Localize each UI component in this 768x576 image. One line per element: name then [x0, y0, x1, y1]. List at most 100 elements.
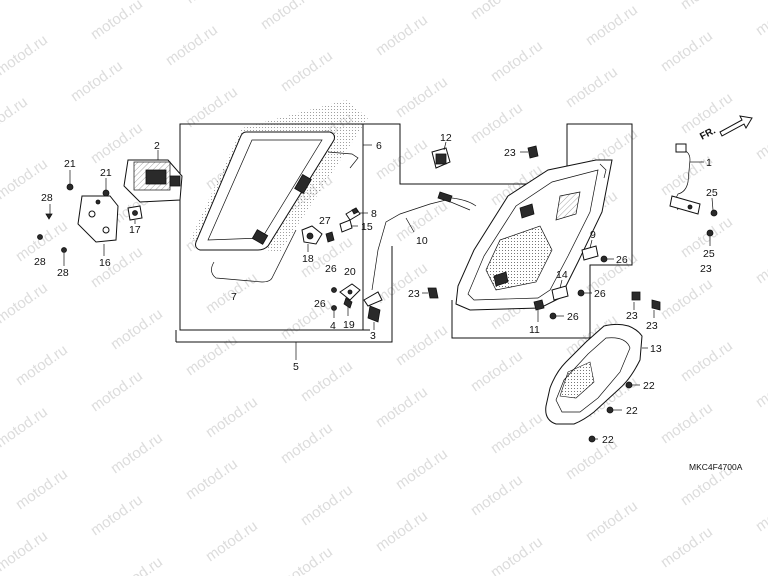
watermark-text: motod.ru: [88, 491, 146, 539]
watermark-text: motod.ru: [658, 275, 716, 323]
lock-mechanism-parts: [331, 283, 383, 330]
watermark-text: motod.ru: [488, 533, 546, 576]
watermark-text: motod.ru: [468, 0, 526, 23]
watermark-text: motod.ru: [583, 497, 641, 545]
callout-16: 16: [99, 257, 111, 269]
parts-9-14-11: [533, 239, 599, 322]
part-17-clip: [127, 205, 143, 224]
callout-9: 9: [590, 229, 596, 241]
watermark-text: motod.ru: [468, 99, 526, 147]
part-18-hinge: [301, 225, 323, 252]
watermark-text: motod.ru: [88, 0, 146, 43]
parts-27-8-15: [325, 207, 368, 243]
watermark-text: motod.ru: [298, 357, 356, 405]
watermark-text: motod.ru: [13, 465, 71, 513]
watermark-text: motod.ru: [203, 517, 261, 565]
callout-17: 17: [129, 224, 141, 236]
watermark-text: motod.ru: [0, 403, 51, 451]
watermark-text: motod.ru: [278, 47, 336, 95]
callout-22c: 22: [602, 434, 614, 446]
callout-20: 20: [344, 266, 356, 278]
callout-26d: 26: [594, 288, 606, 300]
callout-19: 19: [343, 319, 355, 331]
part-10-cable: [371, 191, 477, 291]
callout-21b: 21: [100, 167, 112, 179]
part-13-lower-cover: [545, 323, 648, 425]
watermark-text: motod.ru: [183, 455, 241, 503]
callout-18: 18: [302, 253, 314, 265]
callout-8: 8: [371, 208, 377, 220]
callout-15: 15: [361, 221, 373, 233]
watermark-text: motod.ru: [203, 393, 261, 441]
watermark-text: motod.ru: [753, 487, 768, 535]
screws-22: [588, 381, 640, 443]
watermark-text: motod.ru: [393, 321, 451, 369]
watermark-text: motod.ru: [658, 399, 716, 447]
diagram-code: MKC4F4700A: [689, 462, 743, 472]
watermark-text: motod.ru: [468, 347, 526, 395]
callout-4: 4: [330, 320, 336, 332]
small-fasteners-left: [37, 170, 110, 266]
watermark-text: motod.ru: [658, 27, 716, 75]
watermark-text: motod.ru: [468, 471, 526, 519]
screws-25: [706, 197, 718, 246]
callout-11: 11: [529, 324, 540, 336]
watermark-text: motod.ru: [488, 37, 546, 85]
watermark-text: motod.ru: [163, 21, 221, 69]
watermark-text: motod.ru: [298, 481, 356, 529]
callout-labels: 1 2 3 4 5 6 7 8 9 10 11 12 13 14 15 16 1…: [34, 132, 718, 446]
watermark-text: motod.ru: [68, 57, 126, 105]
watermark-text: motod.ru: [753, 0, 768, 39]
fr-label: FR.: [698, 125, 718, 142]
callout-28a: 28: [41, 192, 53, 204]
watermark-text: motod.ru: [678, 0, 736, 13]
callout-23b: 23: [408, 288, 420, 300]
callout-7: 7: [231, 291, 237, 303]
callout-3: 3: [370, 330, 376, 342]
callout-12: 12: [440, 132, 452, 144]
callout-23c: 23: [626, 310, 638, 322]
part-12-switch: [431, 141, 451, 169]
watermark-text: motod.ru: [373, 507, 431, 555]
fr-arrow-icon: [719, 115, 753, 137]
callout-22a: 22: [643, 380, 655, 392]
clips-23: [422, 145, 661, 318]
watermark-text: motod.ru: [258, 0, 316, 33]
callout-6: 6: [376, 140, 382, 152]
watermark-text: motod.ru: [753, 239, 768, 287]
watermark-text: motod.ru: [373, 383, 431, 431]
watermark-text: motod.ru: [183, 331, 241, 379]
watermark-text: motod.ru: [88, 243, 146, 291]
callout-1: 1: [706, 157, 712, 169]
watermark-text: motod.ru: [108, 553, 166, 576]
compartment-inner-panel: [455, 159, 613, 311]
watermark-text: motod.ru: [753, 363, 768, 411]
watermark-text: motod.ru: [108, 305, 166, 353]
callout-26a: 26: [325, 263, 337, 275]
window-panel: [190, 100, 368, 283]
part-2-motor: [123, 150, 183, 203]
callout-26e: 26: [567, 311, 579, 323]
callout-28c: 28: [57, 267, 69, 279]
watermark-text: motod.ru: [393, 445, 451, 493]
watermark-text: motod.ru: [0, 93, 31, 141]
callout-28b: 28: [34, 256, 46, 268]
watermark-text: motod.ru: [278, 295, 336, 343]
callout-5: 5: [293, 361, 299, 373]
callout-23d: 23: [646, 320, 658, 332]
watermark-text: motod.ru: [658, 523, 716, 571]
screws-26-right: [549, 255, 614, 320]
part-1-bracket: [669, 143, 704, 215]
callout-14: 14: [556, 269, 568, 281]
watermark-text: motod.ru: [583, 1, 641, 49]
watermark-text: motod.ru: [393, 73, 451, 121]
callout-13: 13: [650, 343, 662, 355]
callout-10: 10: [416, 235, 428, 247]
callout-22b: 22: [626, 405, 638, 417]
watermark-text: motod.ru: [88, 367, 146, 415]
callout-23e: 23: [700, 263, 712, 275]
watermark-text: motod.ru: [0, 279, 51, 327]
watermark-text: motod.ru: [278, 419, 336, 467]
callout-26c: 26: [616, 254, 628, 266]
